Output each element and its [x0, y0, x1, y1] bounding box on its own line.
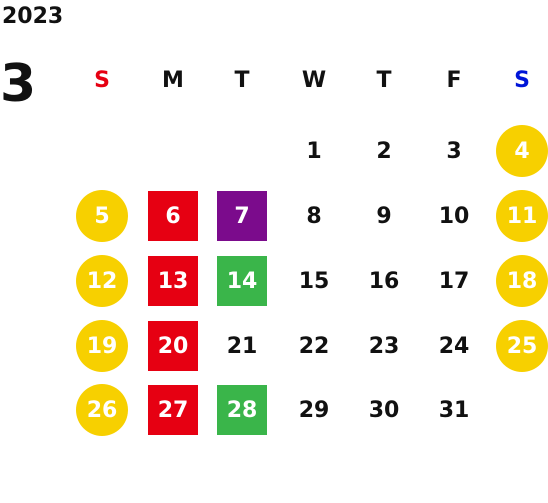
day-cell-weekend: 11	[496, 190, 548, 242]
day-cell: 31	[438, 397, 470, 423]
day-cell-weekend: 26	[76, 384, 128, 436]
day-cell: 17	[438, 268, 470, 294]
day-cell: 21	[226, 333, 258, 359]
day-cell-green: 14	[217, 256, 267, 306]
day-cell-green: 28	[217, 385, 267, 435]
day-cell-purple: 7	[217, 191, 267, 241]
day-cell: 30	[368, 397, 400, 423]
day-cell-weekend: 4	[496, 125, 548, 177]
month-number: 3	[0, 54, 37, 114]
day-cell-red: 27	[148, 385, 198, 435]
day-cell-weekend: 25	[496, 320, 548, 372]
weekday-label: S	[514, 68, 530, 93]
day-cell: 23	[368, 333, 400, 359]
weekday-label: F	[446, 68, 462, 93]
day-cell: 1	[306, 138, 322, 164]
day-cell: 2	[376, 138, 392, 164]
weekday-label: T	[376, 68, 392, 93]
day-cell: 9	[376, 203, 392, 229]
day-cell-red: 13	[148, 256, 198, 306]
day-cell-weekend: 5	[76, 190, 128, 242]
weekday-label: W	[301, 68, 327, 93]
day-cell: 16	[368, 268, 400, 294]
day-cell: 8	[306, 203, 322, 229]
day-cell: 22	[298, 333, 330, 359]
day-cell: 15	[298, 268, 330, 294]
day-cell-red: 20	[148, 321, 198, 371]
day-cell: 3	[446, 138, 462, 164]
weekday-label: T	[234, 68, 250, 93]
weekday-label: S	[94, 68, 110, 93]
day-cell: 10	[438, 203, 470, 229]
day-cell: 24	[438, 333, 470, 359]
year-label: 2023	[2, 4, 64, 29]
day-cell-weekend: 12	[76, 255, 128, 307]
day-cell: 29	[298, 397, 330, 423]
weekday-label: M	[162, 68, 184, 93]
day-cell-weekend: 19	[76, 320, 128, 372]
day-cell-weekend: 18	[496, 255, 548, 307]
day-cell-red: 6	[148, 191, 198, 241]
